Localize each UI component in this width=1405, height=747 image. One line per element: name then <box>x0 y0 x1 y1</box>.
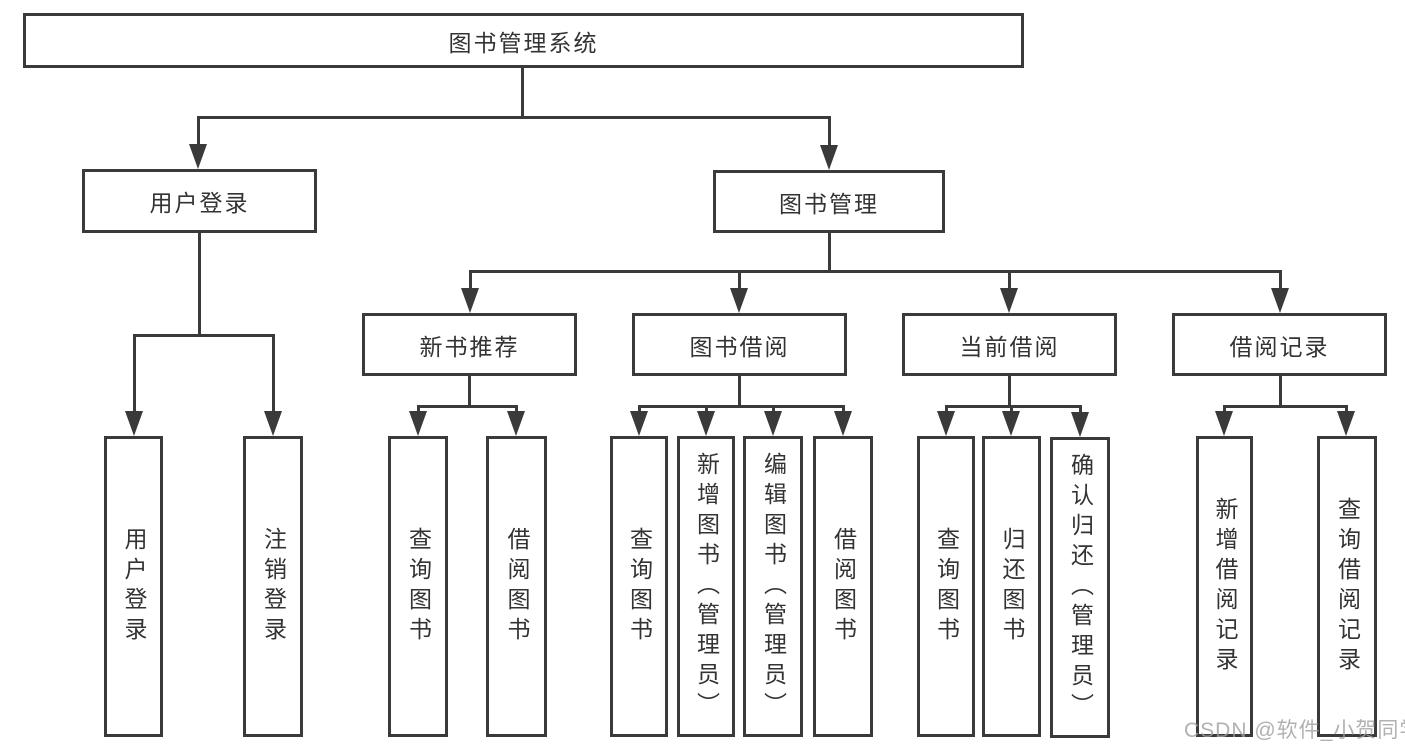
connector-line <box>772 405 775 413</box>
node-book-management: 图书管理 <box>713 170 945 233</box>
connector-line <box>417 405 518 408</box>
leaf-borrow-books-recommend: 借阅图书 <box>486 436 547 737</box>
node-new-book-recommend-label: 新书推荐 <box>419 333 520 360</box>
connector-line <box>1279 270 1282 288</box>
leaf-logout: 注销登录 <box>243 436 303 737</box>
connector-line <box>738 270 741 288</box>
connector-line <box>638 405 641 413</box>
connector-line <box>1345 405 1348 413</box>
arrow-down-icon <box>125 411 143 436</box>
connector-line <box>705 405 708 413</box>
arrow-down-icon <box>189 144 207 169</box>
arrow-down-icon <box>264 411 282 436</box>
leaf-return-books: 归还图书 <box>982 436 1041 737</box>
arrow-down-icon <box>507 411 525 436</box>
node-borrowing-records: 借阅记录 <box>1172 313 1387 376</box>
arrow-down-icon <box>834 411 852 436</box>
arrow-down-icon <box>730 288 748 313</box>
connector-line <box>1008 376 1011 407</box>
connector-line <box>842 405 845 413</box>
connector-line <box>272 334 275 412</box>
node-user-login: 用户登录 <box>82 169 317 233</box>
node-root: 图书管理系统 <box>23 13 1024 68</box>
connector-line <box>197 116 200 146</box>
connector-line <box>515 405 518 413</box>
arrow-down-icon <box>697 411 715 436</box>
arrow-down-icon <box>409 411 427 436</box>
leaf-add-books-admin: 新增图书（管理员） <box>677 436 735 737</box>
arrow-down-icon <box>1271 288 1289 313</box>
arrow-down-icon <box>937 411 955 436</box>
connector-line <box>945 405 1082 408</box>
node-current-borrowing-label: 当前借阅 <box>959 333 1060 360</box>
connector-line <box>1223 405 1347 408</box>
connector-line <box>133 334 136 412</box>
arrow-down-icon <box>1071 412 1089 437</box>
leaf-user-login: 用户登录 <box>104 436 163 737</box>
node-root-label: 图书管理系统 <box>448 29 599 56</box>
node-book-management-label: 图书管理 <box>779 190 879 217</box>
leaf-confirm-return-admin: 确认归还（管理员） <box>1050 437 1110 738</box>
connector-line <box>133 334 274 337</box>
connector-line <box>945 405 948 413</box>
connector-line <box>197 116 831 119</box>
arrow-down-icon <box>1000 288 1018 313</box>
node-new-book-recommend: 新书推荐 <box>362 313 577 376</box>
connector-line <box>1223 405 1226 413</box>
leaf-borrow-books-borrowing: 借阅图书 <box>813 436 873 737</box>
connector-line <box>1279 376 1282 407</box>
node-book-borrowing: 图书借阅 <box>632 313 847 376</box>
leaf-edit-books-admin: 编辑图书（管理员） <box>743 436 803 737</box>
connector-line <box>1008 270 1011 288</box>
node-current-borrowing: 当前借阅 <box>902 313 1117 376</box>
arrow-down-icon <box>820 145 838 170</box>
node-book-borrowing-label: 图书借阅 <box>689 333 790 360</box>
connector-line <box>468 376 471 407</box>
csdn-watermark: CSDN @软件_小贺同学 <box>1184 719 1405 742</box>
leaf-add-borrow-record: 新增借阅记录 <box>1196 436 1253 737</box>
connector-line <box>521 68 524 117</box>
arrow-down-icon <box>1002 411 1020 436</box>
arrow-down-icon <box>1215 411 1233 436</box>
connector-line <box>1010 405 1013 413</box>
connector-line <box>828 233 831 273</box>
connector-line <box>469 270 472 288</box>
connector-line <box>198 233 201 336</box>
leaf-query-books-borrowing: 查询图书 <box>610 436 668 737</box>
arrow-down-icon <box>461 288 479 313</box>
arrow-down-icon <box>630 411 648 436</box>
connector-line <box>417 405 420 413</box>
leaf-query-books-recommend: 查询图书 <box>388 436 448 737</box>
arrow-down-icon <box>764 411 782 436</box>
connector-line <box>1079 405 1082 413</box>
leaf-query-books-current: 查询图书 <box>917 436 975 737</box>
connector-line <box>638 405 845 408</box>
node-user-login-label: 用户登录 <box>149 190 250 216</box>
arrow-down-icon <box>1337 411 1355 436</box>
connector-line <box>828 116 831 146</box>
node-borrowing-records-label: 借阅记录 <box>1229 333 1330 360</box>
connector-line <box>469 270 1282 273</box>
connector-line <box>738 376 741 407</box>
leaf-query-borrow-record: 查询借阅记录 <box>1317 436 1377 737</box>
